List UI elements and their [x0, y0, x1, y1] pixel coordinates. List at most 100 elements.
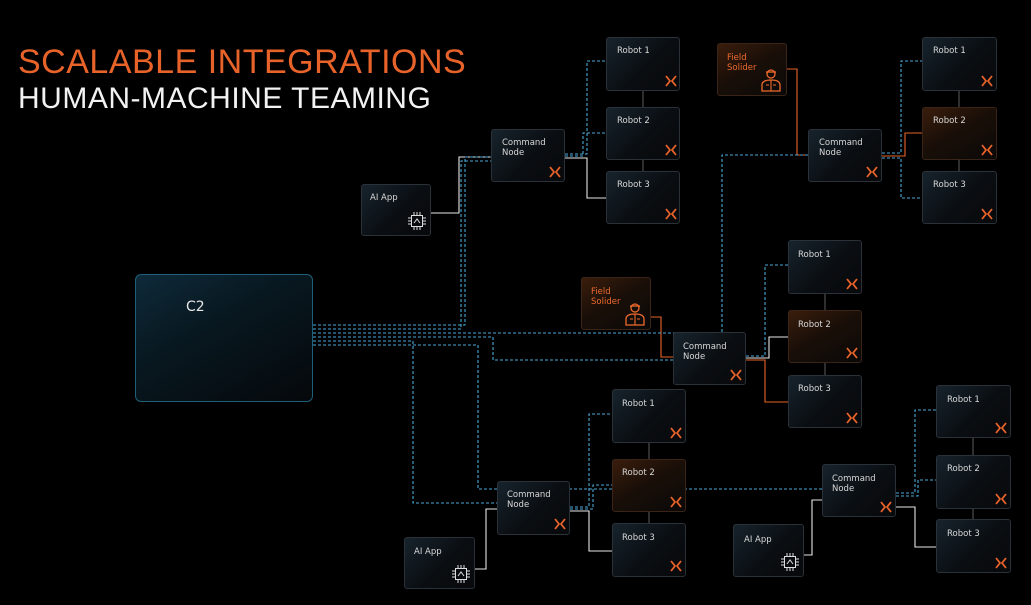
- title-line-1: SCALABLE INTEGRATIONS: [18, 43, 467, 81]
- link-node-robot3: [746, 359, 788, 403]
- robot-box[interactable]: Robot 3: [612, 523, 686, 577]
- command-node[interactable]: Command Node: [822, 464, 896, 517]
- link-soldier-to-node: [651, 316, 673, 358]
- field-soldier-label: Field Solider: [591, 287, 621, 307]
- robot-label: Robot 2: [617, 116, 650, 126]
- command-node-label: Command Node: [502, 138, 546, 158]
- robot-label: Robot 1: [622, 399, 655, 409]
- link-node-robot1: [896, 409, 936, 494]
- robot-box[interactable]: Robot 3: [922, 171, 997, 224]
- robot-box[interactable]: Robot 1: [788, 240, 862, 294]
- robot-label: Robot 2: [622, 468, 655, 478]
- link-node-robot2: [896, 479, 936, 497]
- logo-x-icon: [995, 422, 1007, 434]
- field-soldier-label: Field Solider: [727, 53, 757, 73]
- logo-x-icon: [665, 75, 677, 87]
- link-soldier-to-node: [787, 68, 808, 156]
- robot-label: Robot 3: [622, 533, 655, 543]
- logo-x-icon: [554, 518, 566, 530]
- c2-node[interactable]: C2: [135, 274, 313, 402]
- robot-box[interactable]: Robot 2: [922, 107, 997, 160]
- robot-box[interactable]: Robot 3: [606, 171, 680, 224]
- command-node[interactable]: Command Node: [673, 332, 746, 385]
- robot-box[interactable]: Robot 1: [606, 37, 680, 91]
- robot-label: Robot 2: [798, 320, 831, 330]
- ai-app-label: AI App: [414, 547, 442, 557]
- logo-x-icon: [670, 496, 682, 508]
- field-soldier-box[interactable]: Field Solider: [717, 43, 787, 96]
- robot-box[interactable]: Robot 2: [612, 459, 686, 512]
- link-node-robot1: [565, 60, 606, 155]
- robot-label: Robot 1: [798, 250, 831, 260]
- soldier-icon: [625, 303, 645, 326]
- logo-x-icon: [846, 347, 858, 359]
- command-node[interactable]: Command Node: [808, 129, 882, 182]
- ai-app-box[interactable]: AI App: [361, 184, 431, 236]
- command-node[interactable]: Command Node: [497, 481, 570, 535]
- link-node-robot2: [570, 484, 612, 510]
- robot-box[interactable]: Robot 1: [612, 389, 686, 443]
- robot-label: Robot 3: [947, 529, 980, 539]
- link-node-robot3: [882, 157, 922, 199]
- link-ai-to-node: [804, 499, 822, 556]
- logo-x-icon: [866, 166, 878, 178]
- c2-link-top-center: [313, 156, 491, 326]
- ai-chip-icon: [781, 553, 799, 571]
- link-node-robot2: [746, 336, 788, 359]
- robot-label: Robot 1: [617, 46, 650, 56]
- logo-x-icon: [995, 493, 1007, 505]
- link-node-robot1: [746, 264, 788, 357]
- ai-app-box[interactable]: AI App: [733, 524, 804, 577]
- link-node-robot1: [570, 413, 612, 508]
- robot-box[interactable]: Robot 3: [788, 375, 862, 428]
- robot-label: Robot 1: [933, 46, 966, 56]
- link-node-robot3: [570, 510, 612, 552]
- link-node-robot2: [882, 132, 922, 157]
- ai-app-label: AI App: [744, 535, 772, 545]
- command-node-label: Command Node: [832, 474, 876, 494]
- logo-x-icon: [665, 208, 677, 220]
- link-node-robot1: [882, 60, 922, 154]
- link-node-robot3: [896, 506, 936, 548]
- logo-x-icon: [995, 557, 1007, 569]
- robot-label: Robot 3: [798, 384, 831, 394]
- logo-x-icon: [981, 75, 993, 87]
- robot-box[interactable]: Robot 3: [936, 519, 1011, 573]
- ai-chip-icon: [408, 212, 426, 230]
- link-node-robot2: [565, 132, 606, 157]
- command-node-label: Command Node: [683, 342, 727, 362]
- field-soldier-box[interactable]: Field Solider: [581, 277, 651, 330]
- link-ai-to-node: [475, 508, 497, 570]
- ai-app-label: AI App: [370, 193, 398, 203]
- logo-x-icon: [846, 412, 858, 424]
- robot-label: Robot 3: [933, 180, 966, 190]
- robot-box[interactable]: Robot 1: [922, 37, 997, 91]
- logo-x-icon: [670, 427, 682, 439]
- c2-link-middle: [313, 336, 673, 361]
- title-line-2: HUMAN-MACHINE TEAMING: [18, 82, 432, 115]
- robot-label: Robot 1: [947, 395, 980, 405]
- command-node[interactable]: Command Node: [491, 129, 565, 182]
- robot-label: Robot 3: [617, 180, 650, 190]
- logo-x-icon: [670, 560, 682, 572]
- logo-x-icon: [549, 166, 561, 178]
- c2-link-top-right: [313, 154, 808, 334]
- logo-x-icon: [846, 278, 858, 290]
- logo-x-icon: [665, 144, 677, 156]
- logo-x-icon: [730, 369, 742, 381]
- robot-box[interactable]: Robot 2: [606, 107, 680, 160]
- c2-label: C2: [186, 299, 205, 315]
- command-node-label: Command Node: [819, 138, 863, 158]
- command-node-label: Command Node: [507, 490, 551, 510]
- link-node-robot3: [565, 157, 606, 199]
- robot-box[interactable]: Robot 1: [936, 385, 1011, 438]
- robot-box[interactable]: Robot 2: [788, 310, 862, 363]
- logo-x-icon: [981, 144, 993, 156]
- c2-link-bottom-center: [313, 340, 497, 504]
- robot-box[interactable]: Robot 2: [936, 455, 1011, 509]
- robot-label: Robot 2: [933, 116, 966, 126]
- soldier-icon: [761, 69, 781, 92]
- logo-x-icon: [880, 501, 892, 513]
- ai-app-box[interactable]: AI App: [404, 537, 475, 589]
